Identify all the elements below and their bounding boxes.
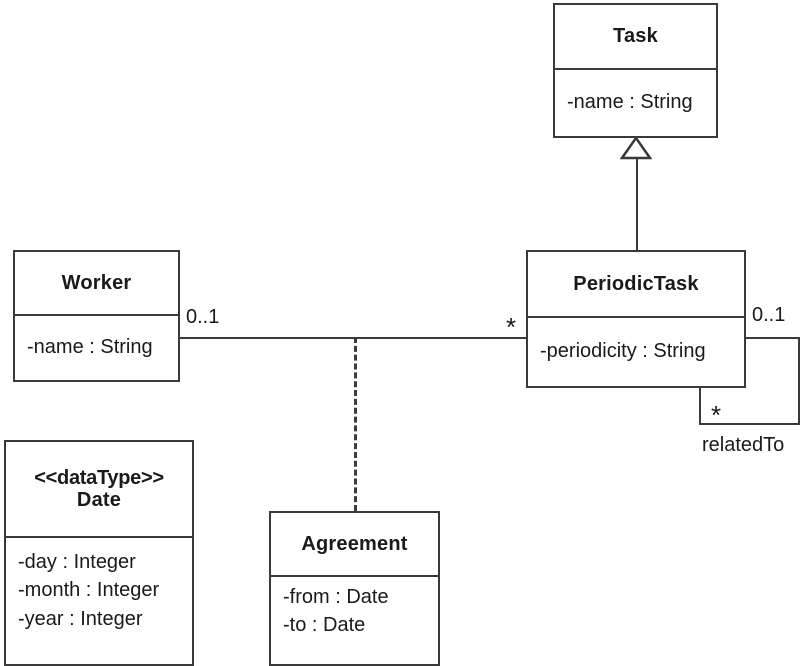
association-name-relatedto: relatedTo (702, 434, 785, 456)
class-name-task: Task (613, 25, 658, 48)
generalization-triangle-icon (620, 136, 652, 160)
class-stereotype-date: <<dataType>> (34, 466, 164, 489)
multiplicity-self-target: * (711, 400, 722, 430)
self-association-line-top[interactable] (744, 337, 800, 339)
attribute-row: -from : Date (283, 586, 389, 608)
attribute-row: -month : Integer (18, 579, 160, 602)
class-name-agreement: Agreement (301, 532, 408, 555)
association-line-worker-periodictask[interactable] (180, 337, 527, 339)
class-box-periodictask[interactable]: PeriodicTask -periodicity : String (526, 250, 746, 388)
class-name-periodictask: PeriodicTask (573, 272, 699, 295)
class-header-periodictask: PeriodicTask (528, 252, 744, 318)
class-header-worker: Worker (15, 252, 178, 316)
attribute-row: -name : String (567, 91, 693, 114)
multiplicity-periodictask-end: * (506, 312, 517, 342)
class-box-date[interactable]: <<dataType>> Date -day : Integer -month … (4, 440, 194, 666)
class-header-agreement: Agreement (271, 513, 438, 577)
attribute-row: -periodicity : String (540, 340, 706, 363)
attribute-row: -name : String (27, 336, 153, 359)
class-box-worker[interactable]: Worker -name : String (13, 250, 180, 382)
class-name-worker: Worker (61, 271, 132, 294)
class-box-task[interactable]: Task -name : String (553, 3, 718, 138)
self-association-line-right[interactable] (798, 337, 800, 425)
attribute-row: -to : Date (283, 614, 366, 637)
class-attributes-task: -name : String (555, 70, 716, 135)
multiplicity-worker-end: 0..1 (186, 306, 220, 328)
class-attributes-agreement: -from : Date -to : Date (271, 577, 438, 665)
class-attributes-date: -day : Integer -month : Integer -year : … (6, 538, 192, 665)
class-name-date: Date (76, 489, 122, 511)
class-attributes-periodictask: -periodicity : String (528, 318, 744, 385)
attribute-row: -day : Integer (18, 551, 136, 573)
attribute-row: -year : Integer (18, 607, 143, 630)
association-class-dashed-link (354, 337, 357, 511)
generalization-line (636, 157, 638, 251)
self-association-line-left[interactable] (699, 386, 701, 425)
class-header-task: Task (555, 5, 716, 70)
self-association-line-bottom[interactable] (699, 423, 800, 425)
class-header-date: <<dataType>> Date (6, 442, 192, 538)
class-attributes-worker: -name : String (15, 316, 178, 379)
class-box-agreement[interactable]: Agreement -from : Date -to : Date (269, 511, 440, 666)
multiplicity-self-source: 0..1 (752, 304, 786, 326)
